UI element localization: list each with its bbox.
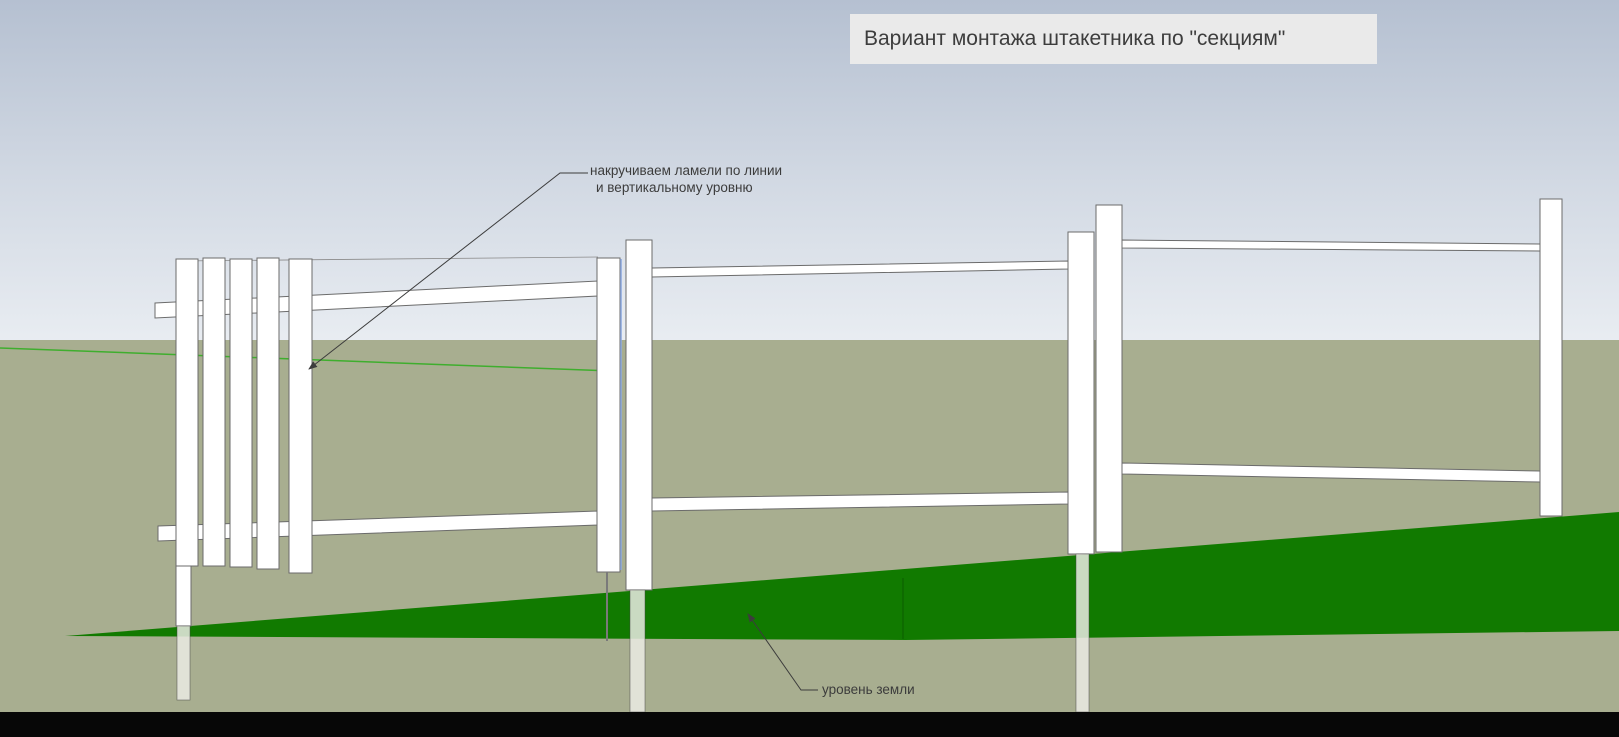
ground-slope bbox=[65, 512, 1619, 640]
fence-post bbox=[596, 257, 621, 573]
buried-post bbox=[176, 625, 191, 701]
fence-section-2 bbox=[625, 231, 1095, 591]
fence-section-1 bbox=[154, 256, 622, 641]
picket bbox=[175, 258, 199, 567]
annotation-lamellas-line1: накручиваем ламели по линии bbox=[590, 163, 783, 178]
buried-post bbox=[1075, 553, 1090, 713]
fence-section-3 bbox=[1095, 198, 1563, 553]
fence-post bbox=[1539, 198, 1563, 517]
leader-line-ground-level bbox=[747, 613, 818, 691]
leader-line-lamellas bbox=[308, 172, 588, 370]
annotation-ground-level: уровень земли bbox=[822, 682, 915, 697]
annotation-lamellas: накручиваем ламели по линии и вертикальн… bbox=[590, 162, 782, 196]
fence-post bbox=[625, 239, 653, 591]
annotation-lamellas-line2: и вертикальному уровню bbox=[596, 180, 753, 195]
fence-post bbox=[1095, 204, 1123, 553]
fence-post bbox=[1067, 231, 1095, 555]
page-title: Вариант монтажа штакетника по "секциям" bbox=[864, 27, 1286, 50]
picket bbox=[229, 258, 253, 568]
bottom-bar bbox=[0, 712, 1619, 737]
picket bbox=[288, 258, 313, 574]
buried-post bbox=[629, 589, 646, 713]
buried-post-parts bbox=[176, 553, 1090, 713]
picket bbox=[202, 257, 226, 567]
picket bbox=[256, 257, 280, 570]
title-box: Вариант монтажа штакетника по "секциям" bbox=[850, 14, 1377, 64]
